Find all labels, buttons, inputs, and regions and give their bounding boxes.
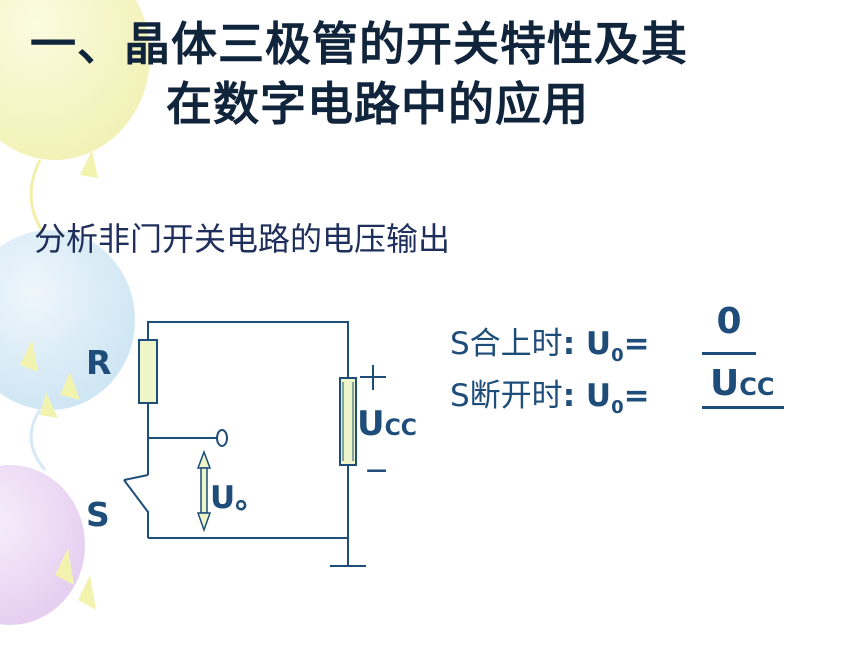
top-wire <box>147 321 349 378</box>
purple-balloon <box>0 465 85 625</box>
output-voltage-arrow <box>196 449 212 533</box>
output-voltage-label: U。 <box>210 480 267 516</box>
resistor-label: R <box>86 343 112 382</box>
title-line-2: 在数字电路中的应用 <box>166 77 589 131</box>
supply-source <box>339 377 357 466</box>
closed-prefix: S合上时 <box>450 326 563 362</box>
output-terminal <box>216 429 228 447</box>
open-answer-symbol: U <box>710 363 740 404</box>
supply-voltage-symbol: U <box>357 404 385 444</box>
supply-voltage-subscript: CC <box>384 416 417 441</box>
resistor-r <box>138 339 158 404</box>
title-line-1: 一、晶体三极管的开关特性及其 <box>30 17 688 71</box>
closed-answer: 0 <box>702 300 756 355</box>
open-answer: UCC <box>702 362 784 409</box>
switch-blade <box>123 474 149 481</box>
result-switch-closed: S合上时: U0= <box>450 326 650 367</box>
open-prefix: S断开时 <box>450 378 563 414</box>
supply-voltage-label: UCC <box>357 404 417 444</box>
star-shapes <box>20 150 98 610</box>
open-answer-subscript: CC <box>739 373 775 401</box>
switch-contact <box>123 479 149 538</box>
result-switch-open: S断开时: U0= <box>450 378 650 419</box>
subtitle: 分析非门开关电路的电压输出 <box>34 220 451 258</box>
slide-title: 一、晶体三极管的开关特性及其 在数字电路中的应用 <box>30 14 688 134</box>
switch-label: S <box>86 495 110 534</box>
supply-minus-sign: − <box>364 453 390 488</box>
